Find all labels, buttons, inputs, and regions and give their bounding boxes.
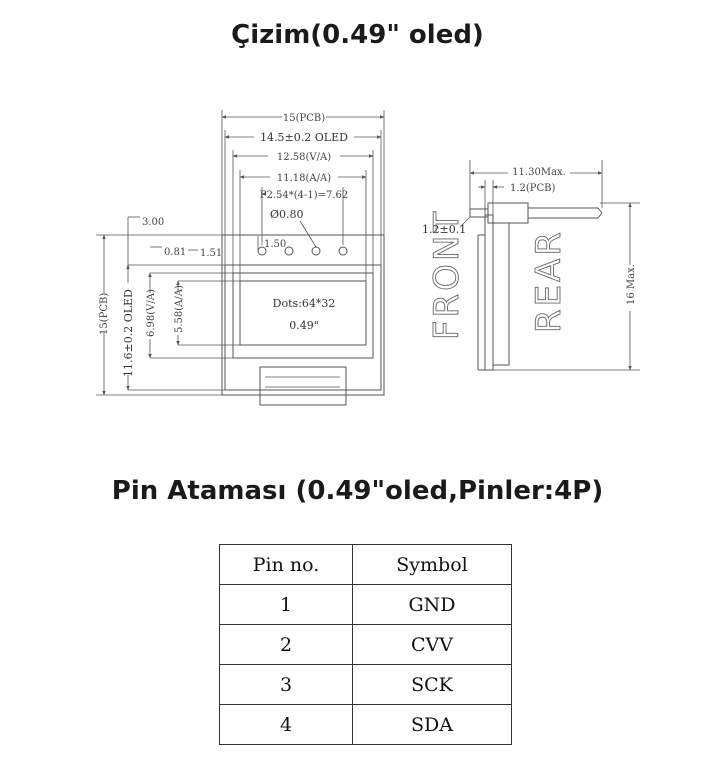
table-row: 1 GND xyxy=(219,584,512,625)
drawing-title: Çizim(0.49" oled) xyxy=(231,20,484,50)
pin-hole xyxy=(311,246,321,256)
side-oled xyxy=(492,222,510,366)
screen-dots: Dots:64*32 xyxy=(273,297,336,310)
mechanical-drawing: 15(PCB) 14.5±0.2 OLED 12.58(V/A) 11.18(A… xyxy=(96,110,640,406)
pcb-outline xyxy=(221,234,385,396)
table-row: 4 SDA xyxy=(219,704,512,745)
pin-symbol: SCK xyxy=(352,664,512,705)
dim-left-va: 1.51 xyxy=(200,248,222,259)
oled-panel xyxy=(224,264,382,391)
pin-assignment-title: Pin Ataması (0.49"oled,Pinler:4P) xyxy=(111,476,604,506)
dim-oled-width: 14.5±0.2 OLED xyxy=(260,131,348,144)
header-pin-no: Pin no. xyxy=(219,544,353,585)
pin-assignment-table: Pin no. Symbol 1 GND 2 CVV 3 SCK 4 SDA xyxy=(219,544,512,745)
dim-pcb-height: 15(PCB) xyxy=(99,293,110,335)
dim-top-offset: 3.00 xyxy=(142,217,164,228)
pin-number: 4 xyxy=(219,704,353,745)
dim-aa-width: 11.18(A/A) xyxy=(277,173,331,184)
dim-side-height: 16 Max. xyxy=(626,264,637,305)
pin-symbol: SDA xyxy=(352,704,512,745)
pin-number: 1 xyxy=(219,584,353,625)
pin-number: 3 xyxy=(219,664,353,705)
pin-number: 2 xyxy=(219,624,353,665)
dim-va-width: 12.58(V/A) xyxy=(277,152,331,163)
dim-oled-height: 11.6±0.2 OLED xyxy=(122,289,135,377)
dim-pitch: P2.54*(4-1)=7.62 xyxy=(260,190,349,201)
pin-symbol: CVV xyxy=(352,624,512,665)
dim-pcb-width: 15(PCB) xyxy=(283,113,325,124)
dim-side-pin: 1.2±0.1 xyxy=(422,223,466,236)
dim-aa-height: 5.58(A/A) xyxy=(174,285,185,333)
dim-side-depth: 11.30Max. xyxy=(512,167,566,178)
pin-hole xyxy=(284,246,294,256)
pin-symbol: GND xyxy=(352,584,512,625)
pin-hole xyxy=(338,246,348,256)
table-row: 2 CVV xyxy=(219,624,512,665)
rear-label: REAR xyxy=(529,229,569,333)
front-label: FRONT xyxy=(427,209,467,340)
header-symbol: Symbol xyxy=(352,544,512,585)
table-row: 3 SCK xyxy=(219,664,512,705)
fpc-connector xyxy=(259,366,347,406)
active-area xyxy=(239,280,367,346)
dim-pin-offset: 1.50 xyxy=(264,239,286,250)
dim-left-aa: 0.81 xyxy=(164,247,186,258)
dim-hole: Ø0.80 xyxy=(270,208,304,221)
side-pcb xyxy=(484,214,494,371)
table-header-row: Pin no. Symbol xyxy=(219,544,512,585)
dim-side-pcb: 1.2(PCB) xyxy=(510,183,556,194)
visible-area xyxy=(232,272,374,359)
screen-size: 0.49" xyxy=(289,319,319,332)
side-header xyxy=(487,202,529,224)
dim-va-height: 6.98(V/A) xyxy=(146,289,157,337)
